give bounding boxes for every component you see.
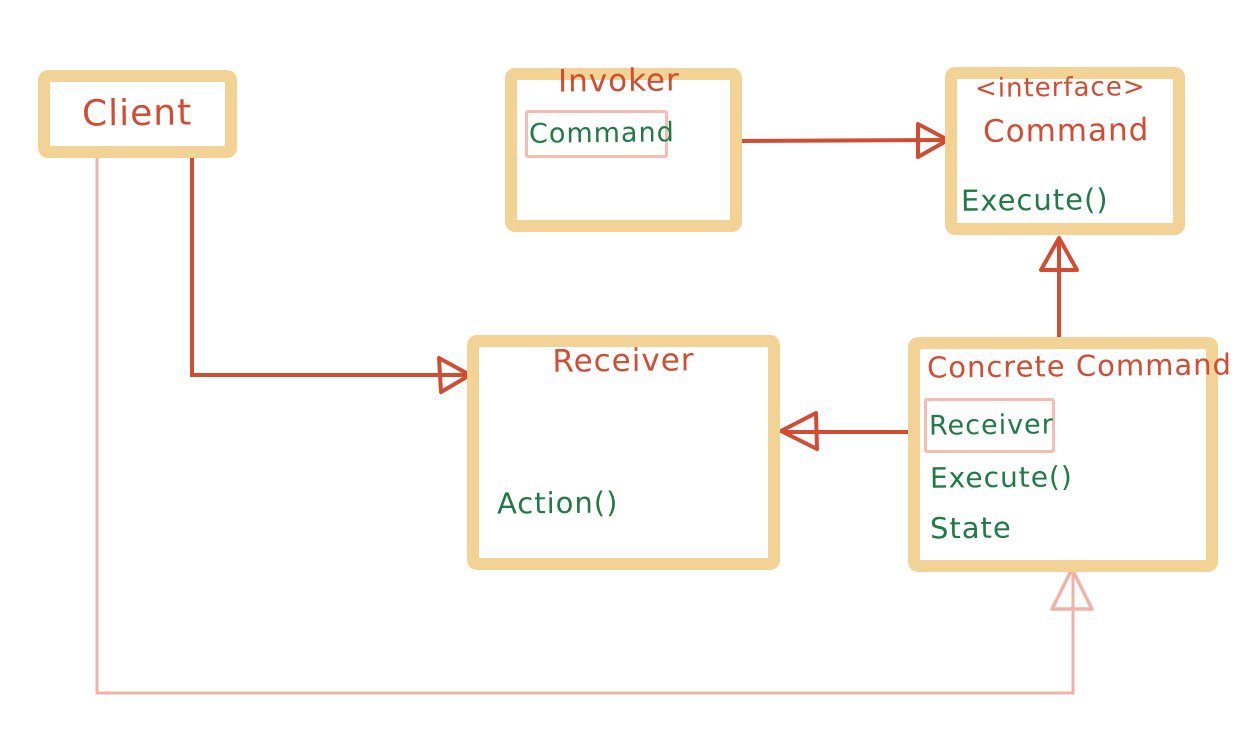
command-interface-stereotype: <interface> [974, 72, 1146, 104]
concrete-command-title: Concrete Command [926, 347, 1233, 385]
command-interface-method-execute: Execute() [960, 182, 1109, 218]
client-title-wrap: Client [50, 82, 225, 146]
edge-client-receiver [190, 158, 472, 394]
receiver-title: Receiver [552, 342, 695, 380]
client-title: Client [82, 92, 193, 135]
edge-concrete-command-receiver [779, 411, 908, 451]
concrete-command-receiver-field-box: Receiver [924, 398, 1055, 453]
invoker-command-field-box: Command [525, 110, 675, 158]
concrete-command-attribute-state: State [929, 510, 1012, 546]
node-invoker [505, 68, 742, 232]
concrete-command-method-execute: Execute() [929, 460, 1073, 495]
node-receiver [467, 335, 780, 570]
node-concrete-command [908, 337, 1218, 572]
receiver-method-action: Action() [496, 485, 619, 521]
node-command-interface [945, 67, 1185, 235]
command-interface-title: Command [982, 112, 1150, 150]
concrete-command-receiver-field-label: Receiver [928, 408, 1054, 442]
edge-concrete-command-command [1039, 236, 1079, 340]
invoker-command-field-label: Command [528, 117, 675, 150]
edge-invoker-command [741, 122, 950, 159]
invoker-title: Invoker [557, 62, 680, 100]
node-client: Client [38, 70, 237, 158]
